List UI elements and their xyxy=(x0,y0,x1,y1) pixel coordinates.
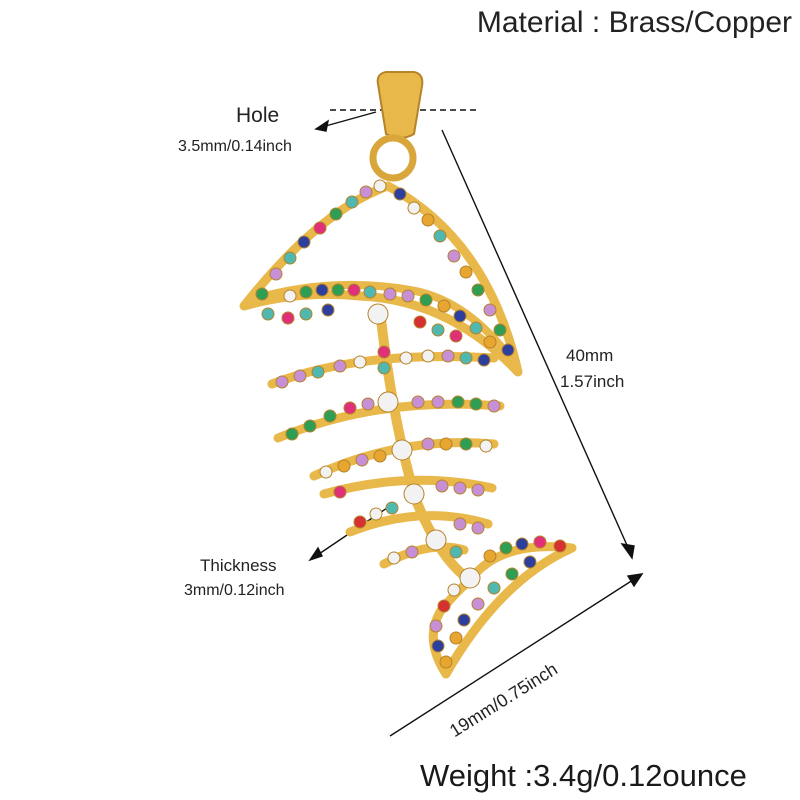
pendant-jump-ring xyxy=(369,134,417,182)
weight-label: Weight :3.4g/0.12ounce xyxy=(420,758,747,793)
length-inch-label: 1.57inch xyxy=(560,372,625,391)
gem-stones xyxy=(255,179,567,669)
hole-size-label: 3.5mm/0.14inch xyxy=(178,138,292,155)
hole-label: Hole xyxy=(236,104,280,127)
thickness-arrow-head xyxy=(308,546,323,562)
material-label: Material : Brass/Copper xyxy=(476,6,792,39)
width-arrow-head xyxy=(626,573,644,588)
thickness-size-label: 3mm/0.12inch xyxy=(184,582,285,599)
fish-head xyxy=(239,181,523,377)
length-arrow-line xyxy=(441,129,631,553)
hole-arrow-line xyxy=(321,111,377,128)
width-arrow-line xyxy=(389,577,637,737)
fish-bone-pendant xyxy=(239,71,577,679)
length-arrow-head xyxy=(620,543,635,560)
hole-arrow-head xyxy=(314,119,330,132)
thickness-label: Thickness xyxy=(200,556,277,575)
length-mm-label: 40mm xyxy=(566,346,614,365)
pendant-bail xyxy=(376,71,424,139)
